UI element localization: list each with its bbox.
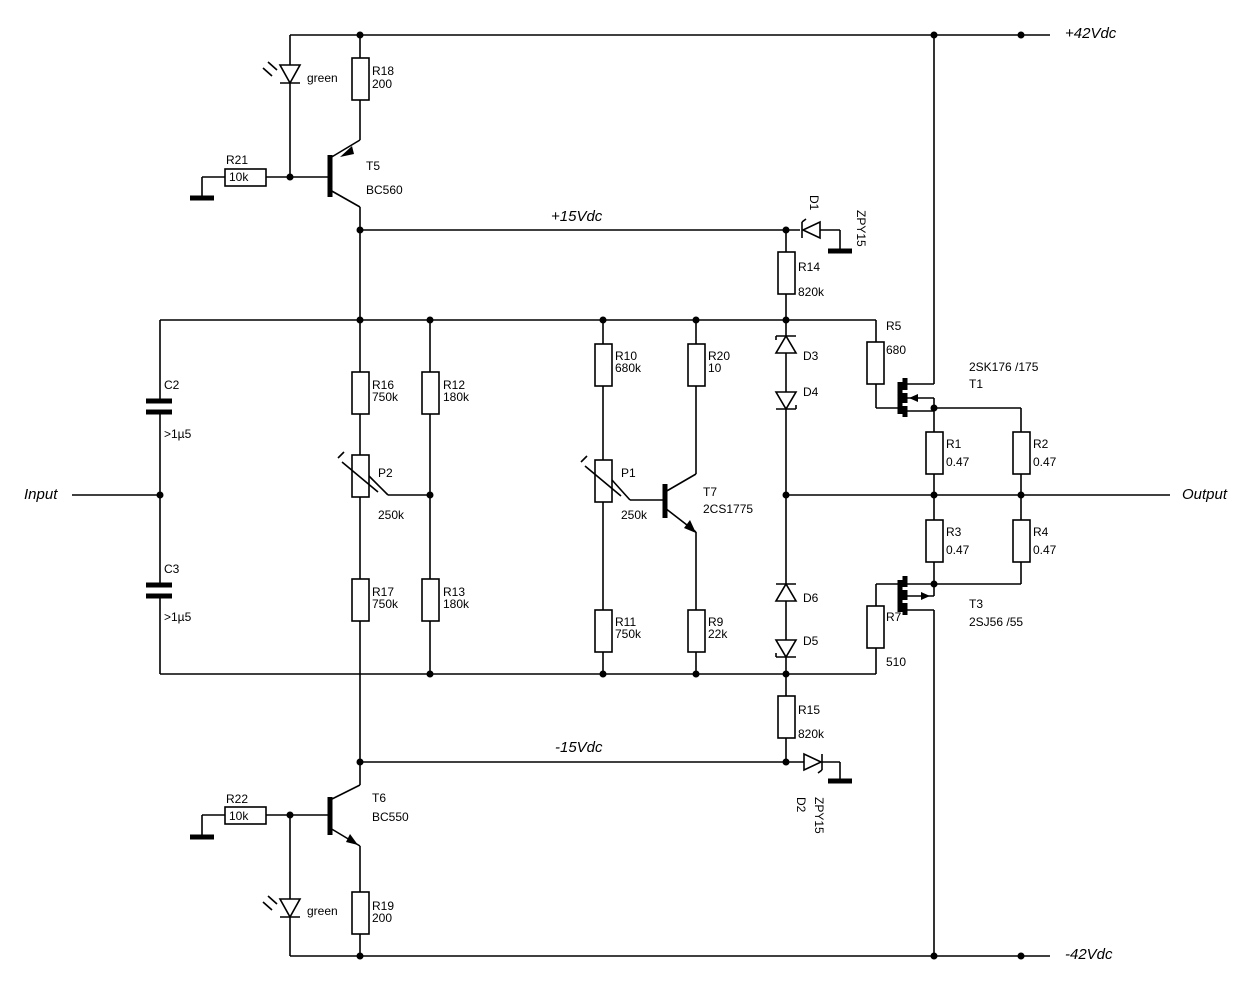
R2-value: 0.47 <box>1033 455 1057 469</box>
D2-value: ZPY15 <box>812 797 826 834</box>
output-label: Output <box>1182 486 1228 503</box>
R11-value: 750k <box>615 627 642 641</box>
positive-42v-rail <box>290 31 1050 39</box>
R20-ref: R20 <box>708 349 730 363</box>
P2-ref: P2 <box>378 466 393 480</box>
T1-ref: T1 <box>969 377 983 391</box>
T6-value: BC550 <box>372 810 409 824</box>
R7-value: 510 <box>886 655 906 669</box>
T3-ref: T3 <box>969 597 983 611</box>
R22-value: 10k <box>229 809 249 823</box>
input-label: Input <box>24 486 58 503</box>
bias-spreader <box>580 320 706 674</box>
neg15-line <box>356 752 852 784</box>
R4-value: 0.47 <box>1033 543 1057 557</box>
D1-ref: D1 <box>807 195 821 211</box>
R12-ref: R12 <box>443 378 465 392</box>
T7-ref: T7 <box>703 485 717 499</box>
R7-ref: R7 <box>886 610 902 624</box>
R21-value: 10k <box>229 170 249 184</box>
R18-ref: R18 <box>372 64 394 78</box>
D2-ref: D2 <box>794 797 808 813</box>
input-network <box>72 320 172 674</box>
D1-value: ZPY15 <box>854 210 868 247</box>
T6-ref: T6 <box>372 791 386 805</box>
output-node <box>786 491 1170 499</box>
T5-value: BC560 <box>366 183 403 197</box>
T1-value: 2SK176 /175 <box>969 360 1039 374</box>
R9-value: 22k <box>708 627 728 641</box>
C2-ref: C2 <box>164 378 180 392</box>
R19-value: 200 <box>372 911 392 925</box>
C2-value: >1µ5 <box>164 427 192 441</box>
pos15-line <box>360 218 852 254</box>
bottom-regulator <box>190 762 370 956</box>
negative-42v-rail <box>290 952 1050 960</box>
P1-value: 250k <box>621 508 648 522</box>
top-regulator <box>190 35 370 234</box>
pos15-label: +15Vdc <box>551 208 603 225</box>
P2-value: 250k <box>378 508 405 522</box>
P1-ref: P1 <box>621 466 636 480</box>
output-stage <box>866 35 1031 956</box>
R16-value: 750k <box>372 390 399 404</box>
C3-value: >1µ5 <box>164 610 192 624</box>
R15-ref: R15 <box>798 703 820 717</box>
R9-ref: R9 <box>708 615 724 629</box>
R14-value: 820k <box>798 285 825 299</box>
R15-value: 820k <box>798 727 825 741</box>
R3-value: 0.47 <box>946 543 970 557</box>
D3-ref: D3 <box>803 349 819 363</box>
R22-ref: R22 <box>226 792 248 806</box>
D6-ref: D6 <box>803 591 819 605</box>
led2-label: green <box>307 904 338 918</box>
D5-ref: D5 <box>803 634 819 648</box>
R19-ref: R19 <box>372 899 394 913</box>
R17-value: 750k <box>372 597 399 611</box>
neg15-label: -15Vdc <box>555 739 603 756</box>
C3-ref: C3 <box>164 562 180 576</box>
R5-value: 680 <box>886 343 906 357</box>
offset-network <box>337 230 440 762</box>
R18-value: 200 <box>372 77 392 91</box>
R1-ref: R1 <box>946 437 962 451</box>
R10-value: 680k <box>615 361 642 375</box>
T3-value: 2SJ56 /55 <box>969 615 1023 629</box>
R11-ref: R11 <box>615 615 636 629</box>
R12-value: 180k <box>443 390 470 404</box>
lower-bus <box>160 670 876 678</box>
T5-ref: T5 <box>366 159 380 173</box>
R13-value: 180k <box>443 597 470 611</box>
R1-value: 0.47 <box>946 455 970 469</box>
neg42-label: -42Vdc <box>1065 946 1113 963</box>
R17-ref: R17 <box>372 585 394 599</box>
R20-value: 10 <box>708 361 722 375</box>
R2-ref: R2 <box>1033 437 1049 451</box>
zener-stack <box>774 320 798 674</box>
R14-resistor <box>777 230 796 320</box>
D4-ref: D4 <box>803 385 819 399</box>
R14-ref: R14 <box>798 260 820 274</box>
pos42-label: +42Vdc <box>1065 25 1117 42</box>
led1-label: green <box>307 71 338 85</box>
R10-ref: R10 <box>615 349 637 363</box>
R3-ref: R3 <box>946 525 962 539</box>
T7-value: 2CS1775 <box>703 502 753 516</box>
R5-ref: R5 <box>886 319 902 333</box>
R4-ref: R4 <box>1033 525 1049 539</box>
R21-ref: R21 <box>226 153 248 167</box>
R15-resistor <box>777 674 796 762</box>
R16-ref: R16 <box>372 378 394 392</box>
R13-ref: R13 <box>443 585 465 599</box>
upper-bus <box>160 316 876 324</box>
